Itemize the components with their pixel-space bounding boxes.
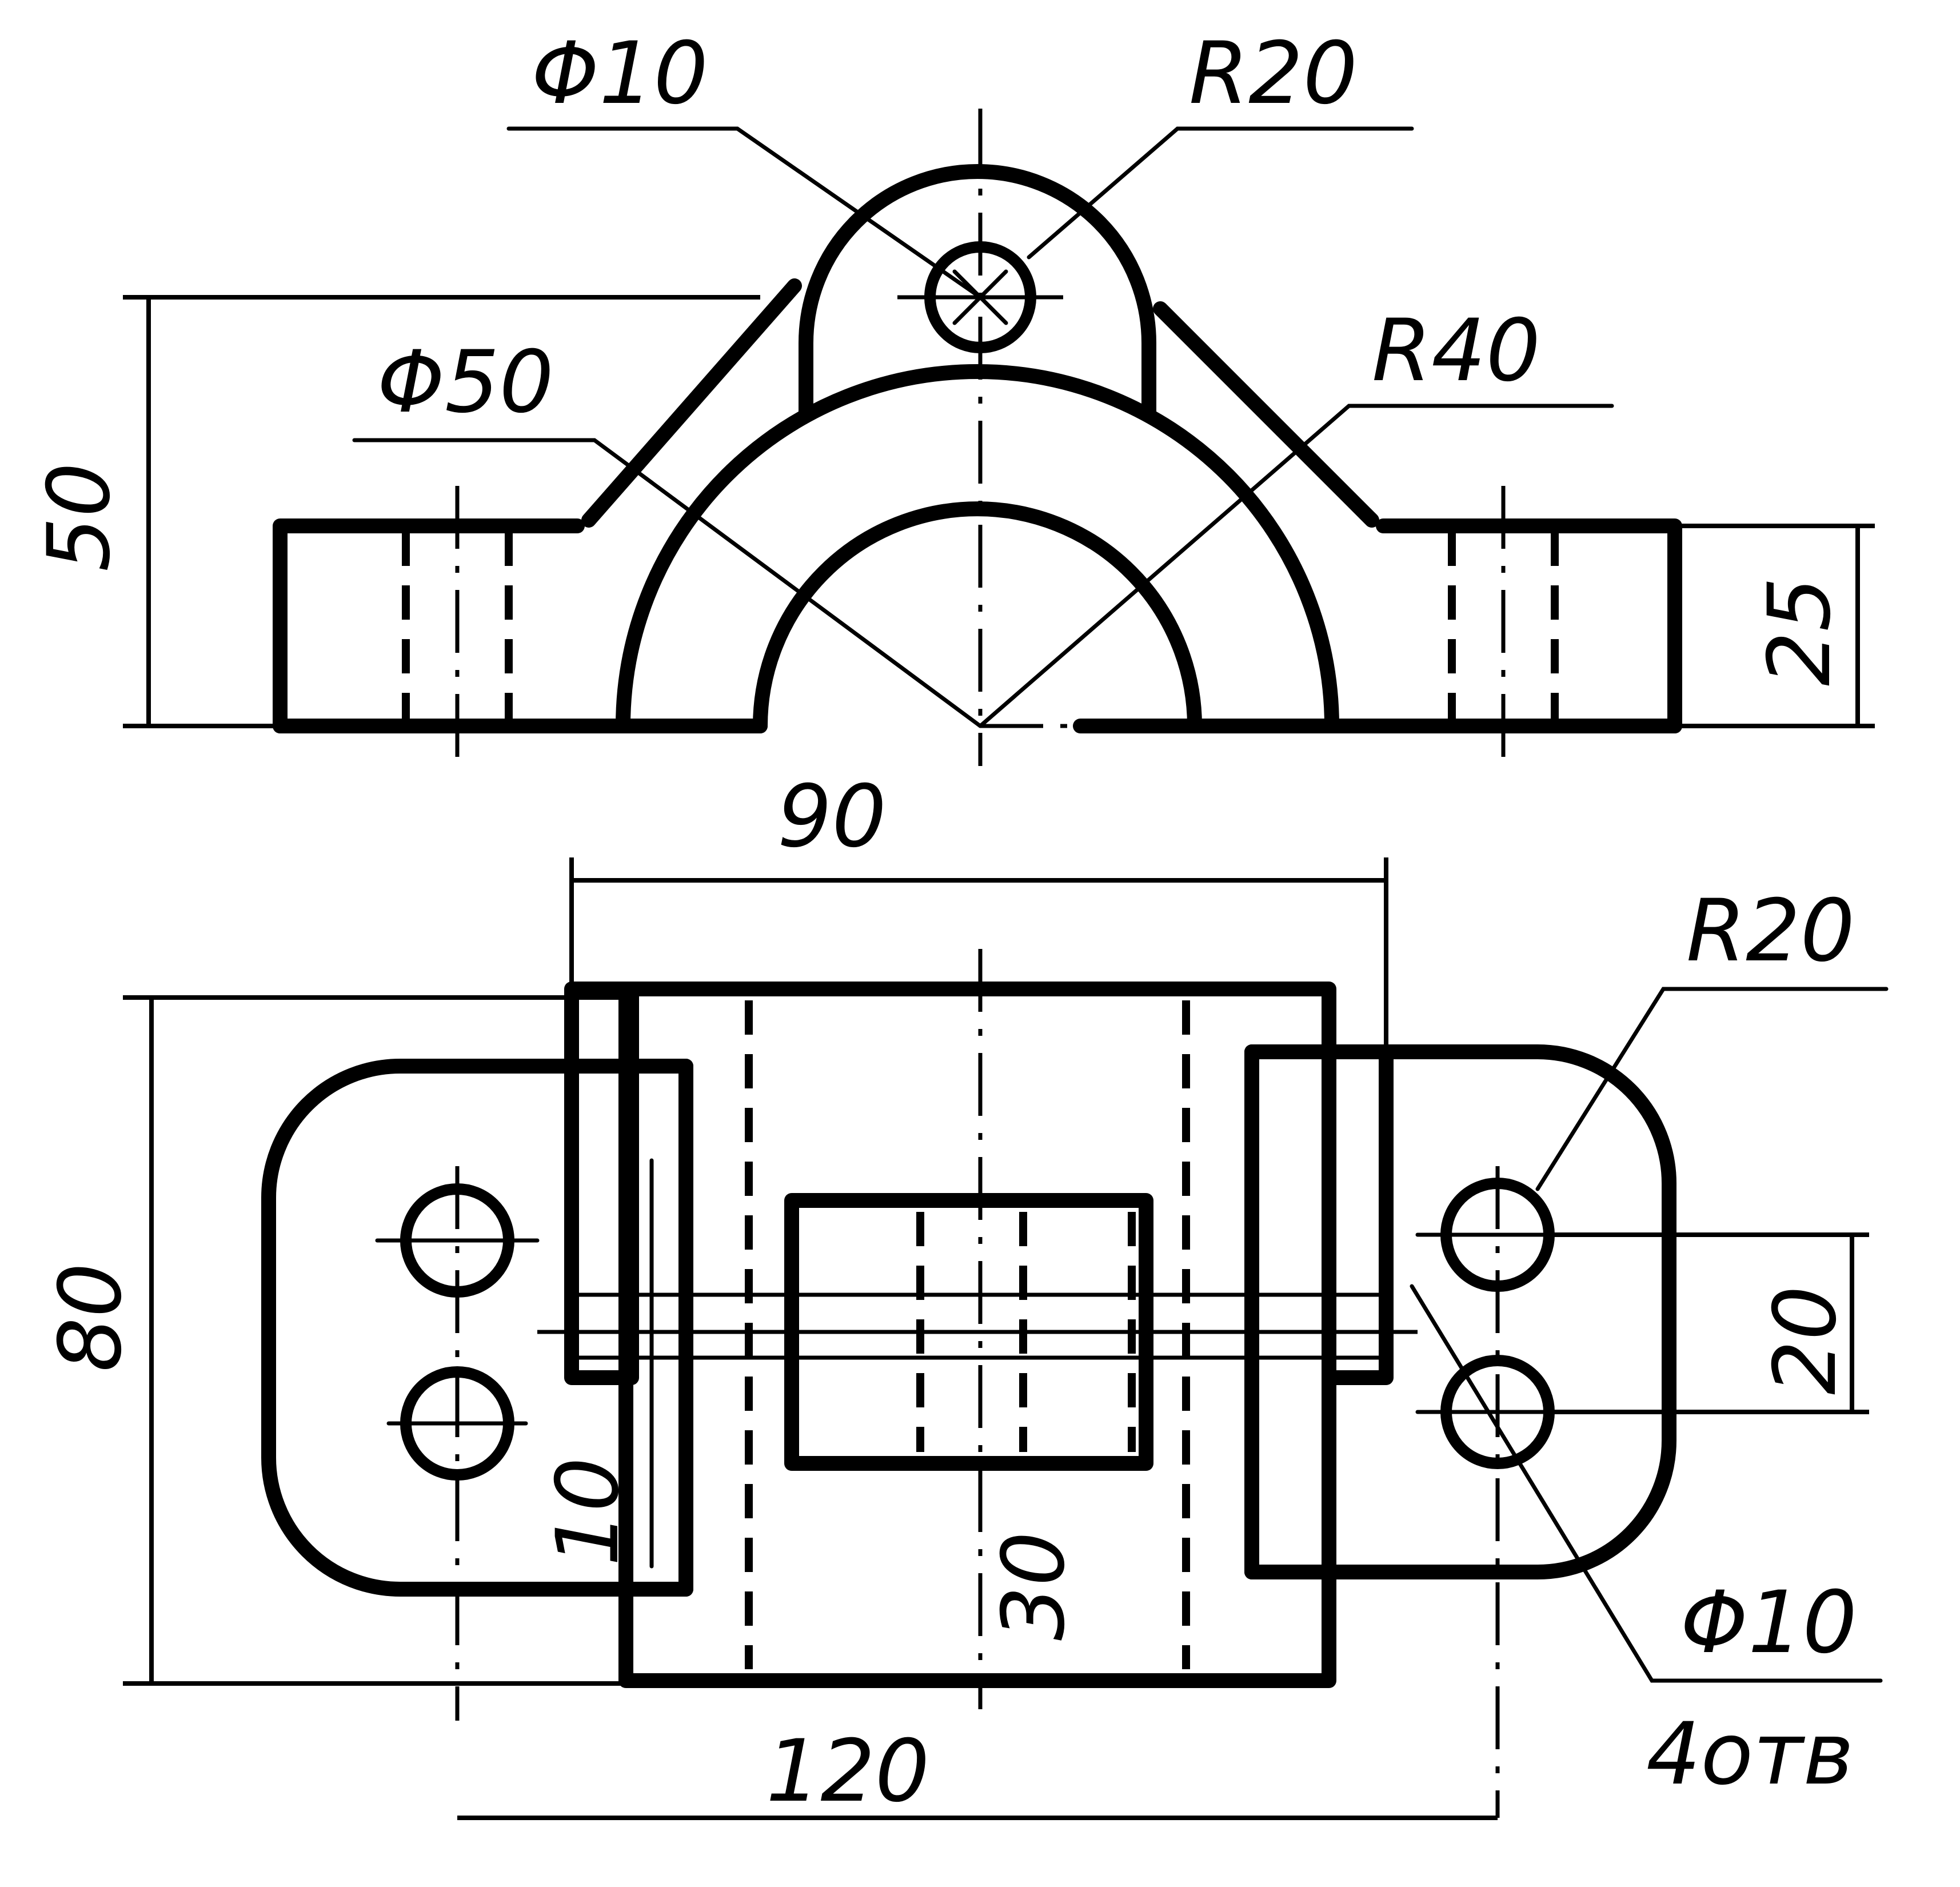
- leader-phi50: [352, 438, 983, 728]
- lug-left-outline: [261, 1059, 693, 1597]
- lug-right-outline: [1244, 1044, 1676, 1579]
- label-dim-10: 10: [538, 1457, 638, 1566]
- label-dim-25: 25: [1750, 577, 1850, 686]
- label-dim-120: 120: [766, 1722, 929, 1821]
- leader-phi10: [506, 126, 983, 300]
- bore-arc-phi50: [753, 501, 1202, 733]
- top-view: 90 R20 80 20 10 30 120 Φ10 4отв: [41, 767, 1889, 1821]
- front-view: Φ10 R20 Φ50 R40 50 25: [30, 24, 1875, 766]
- outer-arc-r40: [616, 364, 1339, 733]
- rib-left: [581, 278, 802, 528]
- rib-right: [1153, 301, 1379, 528]
- label-dim-30: 30: [984, 1531, 1084, 1641]
- base-plate-outline-right: [1313, 518, 1682, 733]
- label-r20-top: R20: [1686, 881, 1855, 981]
- label-holes-count: 4отв: [1646, 1705, 1854, 1804]
- central-body: [618, 982, 1336, 1688]
- label-phi50: Φ50: [377, 333, 554, 432]
- label-dim-50: 50: [30, 462, 129, 572]
- boss-outline-r20: [799, 164, 1156, 419]
- label-r20-front: R20: [1189, 24, 1358, 123]
- label-dim-90: 90: [777, 767, 887, 867]
- label-phi10-front: Φ10: [532, 24, 708, 123]
- base-plate-outline: [273, 518, 630, 733]
- label-dim-20: 20: [1756, 1286, 1855, 1395]
- leader-r20-top: [1535, 987, 1889, 1191]
- label-dim-80: 80: [41, 1263, 141, 1372]
- leader-phi10-top: [1410, 1284, 1883, 1683]
- flange-left: [564, 982, 639, 1385]
- label-r40: R40: [1372, 301, 1540, 401]
- leader-r20: [1027, 126, 1414, 260]
- label-phi10-top: Φ10: [1680, 1573, 1857, 1673]
- flange-right: [1322, 1044, 1394, 1385]
- leader-r40: [978, 404, 1614, 728]
